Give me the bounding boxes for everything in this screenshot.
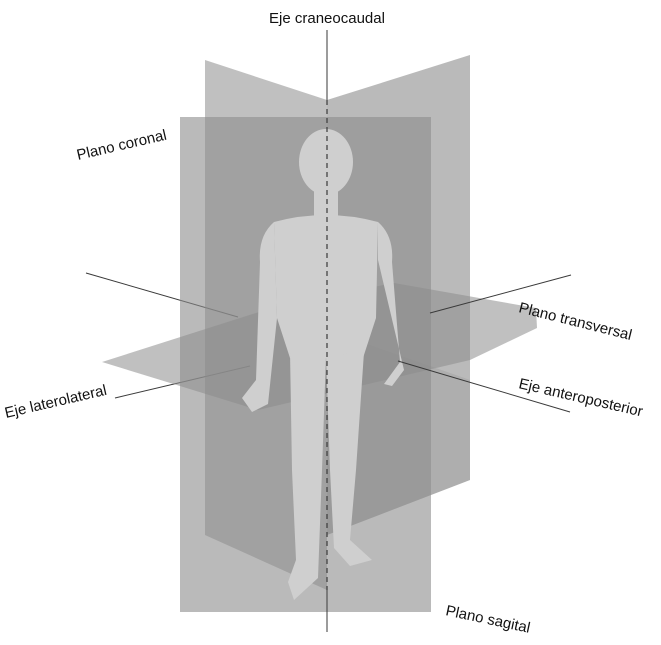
anteroposterior-axis-label: Eje anteroposterior (517, 375, 644, 420)
laterolateral-axis-label: Eje laterolateral (3, 382, 108, 422)
craniocaudal-axis-label: Eje craneocaudal (269, 10, 385, 27)
sagittal-plane-label: Plano sagital (444, 602, 532, 636)
coronal-plane-label: Plano coronal (75, 127, 168, 164)
